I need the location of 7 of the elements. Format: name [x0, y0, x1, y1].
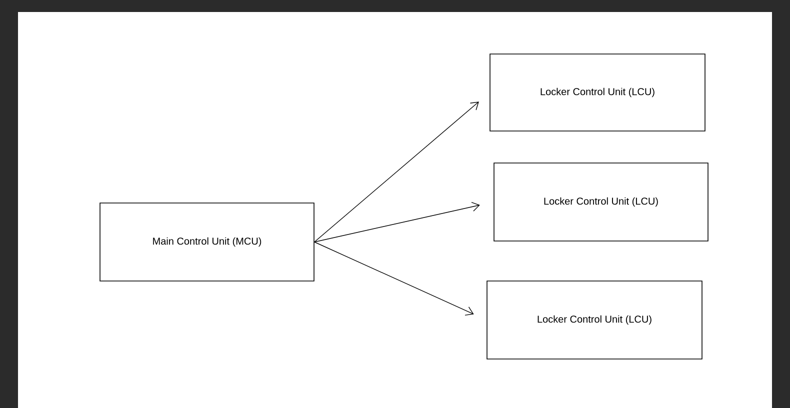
arrow — [314, 202, 480, 242]
unit-box: Locker Control Unit (LCU) — [494, 162, 708, 242]
unit-box: Locker Control Unit (LCU) — [490, 54, 706, 132]
unit-box: Locker Control Unit (LCU) — [486, 280, 702, 360]
arrow — [314, 102, 479, 242]
arrow — [314, 242, 474, 316]
unit-box: Main Control Unit (MCU) — [100, 202, 314, 282]
